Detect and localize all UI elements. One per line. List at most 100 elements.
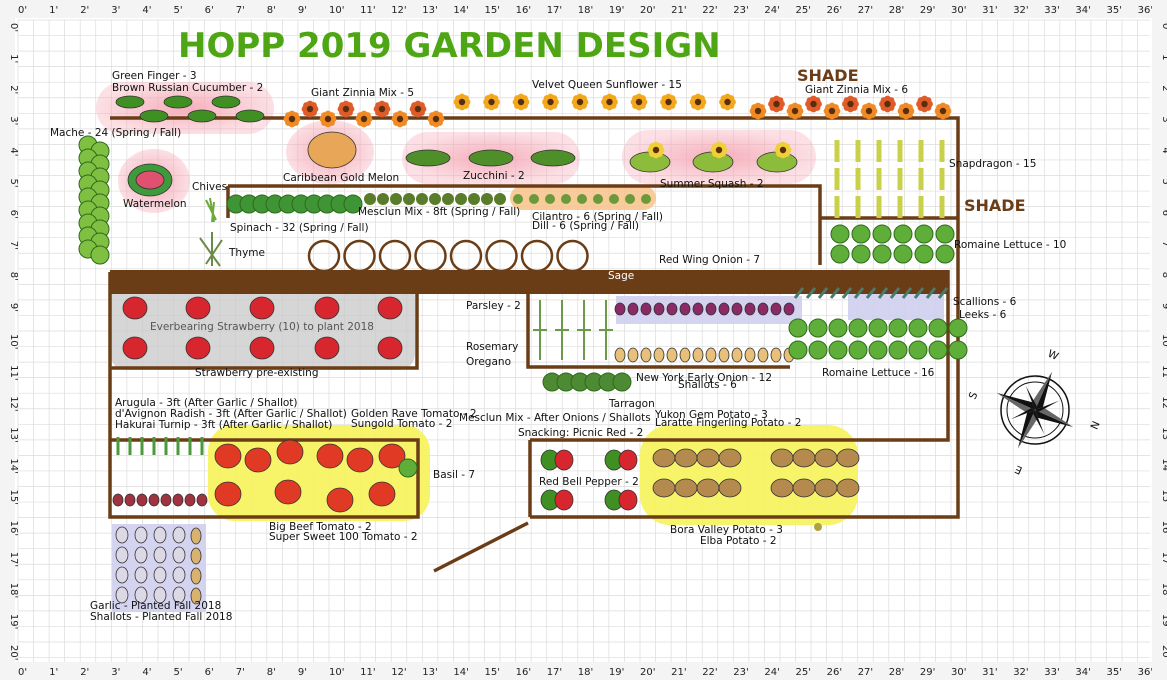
herb-plant (599, 300, 613, 360)
label-garlic: Garlic - Planted Fall 2018 (90, 600, 221, 612)
leafy-plant (948, 318, 968, 338)
ruler-left: 0'1'2'3'4'5'6'7'8'9'10'11'12'13'14'15'16… (0, 0, 19, 680)
leafy-plant (928, 340, 948, 360)
ruler-tick-label: 34' (1075, 667, 1090, 678)
fruit (640, 347, 652, 363)
fruit (468, 149, 514, 167)
flower-center (773, 100, 780, 108)
fruit (184, 493, 196, 507)
compass-point-12 (1025, 385, 1037, 410)
bed-outlines (108, 116, 960, 573)
fruit (770, 478, 794, 498)
fruit (307, 131, 357, 169)
flower-center (488, 98, 495, 106)
compass-point-4 (1035, 406, 1074, 428)
ruler-tick-label: 28' (889, 667, 904, 678)
fruit (136, 493, 148, 507)
label-green-finger: Green Finger - 3 (112, 70, 197, 82)
ruler-tick-label: 1' (49, 5, 58, 16)
fruit (770, 347, 782, 363)
ruler-tick-label: 18' (578, 667, 593, 678)
ruler-tick-label: 26' (827, 667, 842, 678)
ruler-tick-label: 3' (111, 5, 120, 16)
ruler-tick-label: 4' (8, 147, 19, 156)
page-title: HOPP 2019 GARDEN DESIGN (178, 26, 721, 66)
leafy-plant (872, 224, 892, 244)
fruit (731, 347, 743, 363)
ruler-tick-label: 18' (578, 5, 593, 16)
label-romaine-16: Romaine Lettuce - 16 (822, 367, 935, 379)
label-spinach: Spinach - 32 (Spring / Fall) (230, 222, 369, 234)
flower-center (665, 98, 672, 106)
mesclun-plant (481, 193, 493, 205)
fruit (744, 347, 756, 363)
ruler-tick-label: 5' (1160, 179, 1167, 188)
ruler-tick-label: 10' (8, 334, 19, 349)
ruler-tick-label: 9' (1160, 303, 1167, 312)
ruler-tick-label: 4' (142, 667, 151, 678)
compass-point-9 (1035, 400, 1060, 412)
label-snacking: Snacking: Picnic Red - 2 (518, 427, 643, 439)
ruler-tick-label: 11' (8, 365, 19, 380)
mesclun-plant (390, 193, 402, 205)
leafy-plant (893, 224, 913, 244)
mesclun-plant (442, 193, 454, 205)
outer-bed-outline (110, 116, 960, 519)
ruler-tick-label: 19' (609, 5, 624, 16)
flower-center (324, 115, 332, 123)
fruit (172, 493, 184, 507)
label-watermelon: Watermelon (123, 198, 187, 210)
ruler-tick-label: 6' (205, 667, 214, 678)
fruit (614, 347, 626, 363)
label-basil: Basil - 7 (433, 469, 475, 481)
ruler-bar (0, 0, 1167, 18)
fruit (378, 443, 406, 469)
fruit (115, 586, 129, 604)
fruit (674, 448, 698, 468)
compass-inner-ring (1006, 381, 1064, 439)
mesclun-plant (455, 193, 467, 205)
mesclun-plant (364, 193, 376, 205)
fruit (153, 546, 167, 564)
leek-plant (853, 287, 865, 299)
flower-center (378, 105, 386, 113)
ruler-tick-label: 7' (1160, 241, 1167, 250)
cilantro-plant (545, 194, 555, 204)
ruler-tick-label: 27' (858, 667, 873, 678)
flower-center (939, 107, 947, 115)
fruit (124, 493, 136, 507)
fruit (115, 526, 129, 544)
fruit (368, 481, 396, 507)
flower-center (715, 146, 723, 154)
compass-e: E (1013, 463, 1024, 477)
ruler-tick-label: 17' (547, 667, 562, 678)
thyme-plant (199, 232, 223, 267)
flower-center (635, 98, 643, 106)
fruit (705, 347, 717, 363)
ruler-tick-label: 13' (422, 5, 437, 16)
compass-point-1 (1035, 371, 1053, 410)
fruit (211, 95, 241, 109)
leek-plant (901, 287, 913, 299)
leafy-plant (788, 318, 808, 338)
plants-layer (78, 93, 968, 605)
ruler-tick-label: 19' (8, 614, 19, 629)
label-zucchini: Zucchini - 2 (463, 170, 525, 182)
ruler-tick-label: 12' (391, 667, 406, 678)
fruit (627, 347, 639, 363)
leafy-plant (914, 244, 934, 264)
herb-plant (555, 300, 569, 360)
ruler-tick-label: 1' (49, 667, 58, 678)
fruit (640, 302, 652, 316)
label-turnip: Hakurai Turnip - 3ft (After Garlic / Sha… (115, 419, 332, 431)
ruler-tick-label: 23' (733, 5, 748, 16)
cilantro-plant (529, 194, 539, 204)
fruit (115, 566, 129, 584)
herb-plant (577, 300, 591, 360)
fruit (653, 347, 665, 363)
sage-path (110, 270, 948, 294)
ruler-tick-label: 7' (236, 667, 245, 678)
label-thyme: Thyme (228, 247, 265, 259)
ruler-tick-label: 13' (8, 427, 19, 442)
ruler-tick-label: 18' (1160, 583, 1167, 598)
